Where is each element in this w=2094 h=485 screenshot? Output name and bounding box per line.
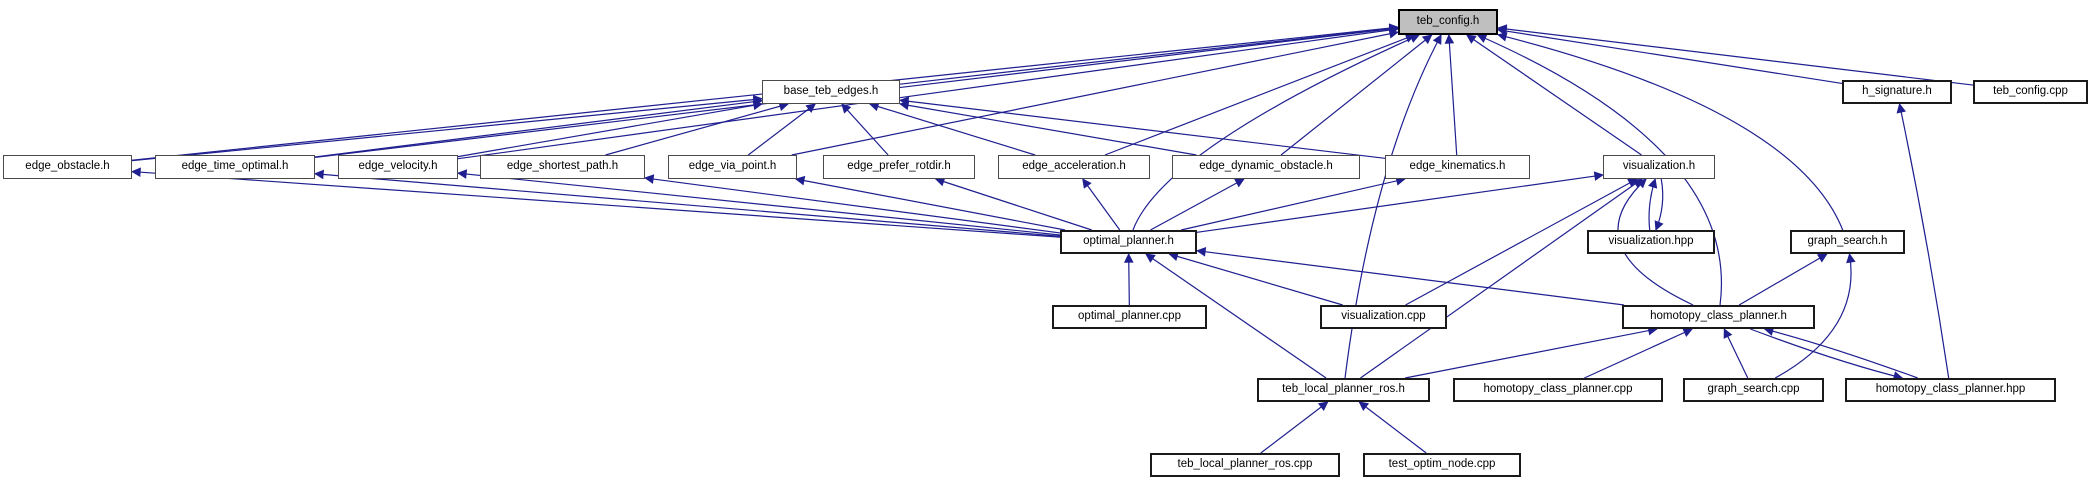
edges-group xyxy=(131,23,1974,454)
include-edge-optimal_planner.h-to-edge_kinematics.h xyxy=(1181,176,1406,231)
graph-node-edge_prefer_rotdir.h[interactable]: edge_prefer_rotdir.h xyxy=(823,155,975,179)
graph-node-homotopy_class_planner.cpp[interactable]: homotopy_class_planner.cpp xyxy=(1453,378,1663,402)
include-edge-optimal_planner.h-to-edge_dynamic_obstacle.h xyxy=(1150,178,1245,231)
include-edge-graph_search.cpp-to-graph_search.h xyxy=(1774,253,1856,379)
include-edge-graph_search.cpp-to-homotopy_class_planner.h xyxy=(1723,328,1749,379)
include-edge-teb_config.cpp-to-teb_config.h xyxy=(1497,24,1974,86)
include-edge-base_teb_edges.h-to-teb_config.h xyxy=(899,23,1399,85)
include-edge-edge_kinematics.h-to-base_teb_edges.h xyxy=(899,96,1386,159)
graph-node-edge_obstacle.h[interactable]: edge_obstacle.h xyxy=(3,155,132,179)
graph-node-teb_config.h[interactable]: teb_config.h xyxy=(1398,9,1498,35)
graph-node-homotopy_class_planner.hpp[interactable]: homotopy_class_planner.hpp xyxy=(1845,378,2056,402)
include-edge-visualization.h-to-visualization.hpp xyxy=(1654,178,1664,231)
include-edge-optimal_planner.h-to-teb_config.h xyxy=(1132,34,1420,231)
include-edge-homotopy_class_planner.cpp-to-homotopy_class_planner.h xyxy=(1584,328,1693,379)
include-edge-optimal_planner.h-to-edge_prefer_rotdir.h xyxy=(934,177,1092,231)
graph-node-edge_time_optimal.h[interactable]: edge_time_optimal.h xyxy=(155,155,315,179)
include-edge-optimal_planner.h-to-edge_time_optimal.h xyxy=(314,169,1061,237)
include-edge-edge_acceleration.h-to-base_teb_edges.h xyxy=(868,101,1036,156)
include-edge-edge_shortest_path.h-to-base_teb_edges.h xyxy=(605,101,789,156)
include-edge-edge_dynamic_obstacle.h-to-base_teb_edges.h xyxy=(899,100,1197,156)
include-edge-edge_velocity.h-to-teb_config.h xyxy=(457,25,1399,160)
include-edge-edge_via_point.h-to-base_teb_edges.h xyxy=(747,103,817,156)
graph-node-graph_search.cpp[interactable]: graph_search.cpp xyxy=(1683,378,1824,402)
include-edge-graph_search.h-to-teb_config.h xyxy=(1497,32,1844,231)
graph-node-edge_kinematics.h[interactable]: edge_kinematics.h xyxy=(1385,155,1530,179)
graph-node-optimal_planner.cpp[interactable]: optimal_planner.cpp xyxy=(1052,305,1207,329)
include-edge-teb_local_planner_ros.cpp-to-teb_local_planner_ros.h xyxy=(1260,401,1329,454)
include-edge-edge_time_optimal.h-to-base_teb_edges.h xyxy=(314,96,763,158)
include-edge-edge_obstacle.h-to-base_teb_edges.h xyxy=(131,94,763,162)
graph-node-optimal_planner.h[interactable]: optimal_planner.h xyxy=(1060,230,1197,254)
graph-node-test_optim_node.cpp[interactable]: test_optim_node.cpp xyxy=(1363,453,1521,477)
include-edge-homotopy_class_planner.hpp-to-h_signature.h xyxy=(1896,103,1950,379)
graph-node-edge_via_point.h[interactable]: edge_via_point.h xyxy=(668,155,797,179)
include-edge-visualization.hpp-to-visualization.h xyxy=(1648,178,1658,231)
graph-node-edge_acceleration.h[interactable]: edge_acceleration.h xyxy=(998,155,1150,179)
include-edge-homotopy_class_planner.h-to-optimal_planner.h xyxy=(1196,247,1625,306)
include-edge-test_optim_node.cpp-to-teb_local_planner_ros.h xyxy=(1358,401,1427,454)
graph-node-teb_local_planner_ros.h[interactable]: teb_local_planner_ros.h xyxy=(1257,378,1430,402)
include-edge-visualization.cpp-to-optimal_planner.h xyxy=(1168,251,1343,306)
include-edge-optimal_planner.h-to-edge_acceleration.h xyxy=(1082,178,1121,231)
graph-node-edge_velocity.h[interactable]: edge_velocity.h xyxy=(338,155,458,179)
include-edge-edge_dynamic_obstacle.h-to-teb_config.h xyxy=(1280,34,1433,156)
graph-node-edge_dynamic_obstacle.h[interactable]: edge_dynamic_obstacle.h xyxy=(1172,155,1360,179)
include-edge-edge_acceleration.h-to-teb_config.h xyxy=(1104,33,1416,156)
include-edge-homotopy_class_planner.hpp-to-homotopy_class_planner.h xyxy=(1763,326,1918,379)
include-edge-h_signature.h-to-teb_config.h xyxy=(1497,26,1843,85)
include-edge-teb_local_planner_ros.h-to-homotopy_class_planner.h xyxy=(1405,325,1658,379)
graph-node-visualization.cpp[interactable]: visualization.cpp xyxy=(1320,305,1447,329)
graph-node-teb_local_planner_ros.cpp[interactable]: teb_local_planner_ros.cpp xyxy=(1150,453,1340,477)
graph-node-graph_search.h[interactable]: graph_search.h xyxy=(1790,230,1905,254)
graph-node-edge_shortest_path.h[interactable]: edge_shortest_path.h xyxy=(480,155,645,179)
include-edge-homotopy_class_planner.h-to-homotopy_class_planner.hpp xyxy=(1750,328,1904,381)
graph-node-teb_config.cpp[interactable]: teb_config.cpp xyxy=(1973,80,2088,104)
include-edge-edge_velocity.h-to-base_teb_edges.h xyxy=(457,100,763,158)
include-edge-optimal_planner.h-to-edge_obstacle.h xyxy=(131,167,1061,238)
include-edge-edge_prefer_rotdir.h-to-base_teb_edges.h xyxy=(841,103,889,156)
graph-node-visualization.h[interactable]: visualization.h xyxy=(1603,155,1715,179)
include-edge-edge_via_point.h-to-teb_config.h xyxy=(791,29,1399,156)
graph-node-visualization.hpp[interactable]: visualization.hpp xyxy=(1587,230,1715,254)
include-edge-optimal_planner.h-to-edge_shortest_path.h xyxy=(644,174,1061,234)
include-edge-optimal_planner.h-to-edge_velocity.h xyxy=(457,169,1061,236)
graph-node-h_signature.h[interactable]: h_signature.h xyxy=(1842,80,1952,104)
include-edge-optimal_planner.h-to-edge_via_point.h xyxy=(794,175,1066,231)
graph-node-homotopy_class_planner.h[interactable]: homotopy_class_planner.h xyxy=(1622,305,1815,329)
include-edge-teb_local_planner_ros.h-to-optimal_planner.h xyxy=(1145,253,1327,379)
include-edge-homotopy_class_planner.h-to-graph_search.h xyxy=(1738,253,1828,306)
include-edge-edge_kinematics.h-to-teb_config.h xyxy=(1444,34,1458,156)
include-edge-teb_local_planner_ros.h-to-visualization.h xyxy=(1360,178,1643,379)
graph-node-base_teb_edges.h[interactable]: base_teb_edges.h xyxy=(762,80,900,104)
include-edge-optimal_planner.h-to-visualization.h xyxy=(1196,171,1604,233)
include-edge-visualization.cpp-to-visualization.h xyxy=(1405,178,1638,306)
include-edge-optimal_planner.cpp-to-optimal_planner.h xyxy=(1123,253,1134,306)
include-edge-visualization.h-to-teb_config.h xyxy=(1466,34,1642,156)
